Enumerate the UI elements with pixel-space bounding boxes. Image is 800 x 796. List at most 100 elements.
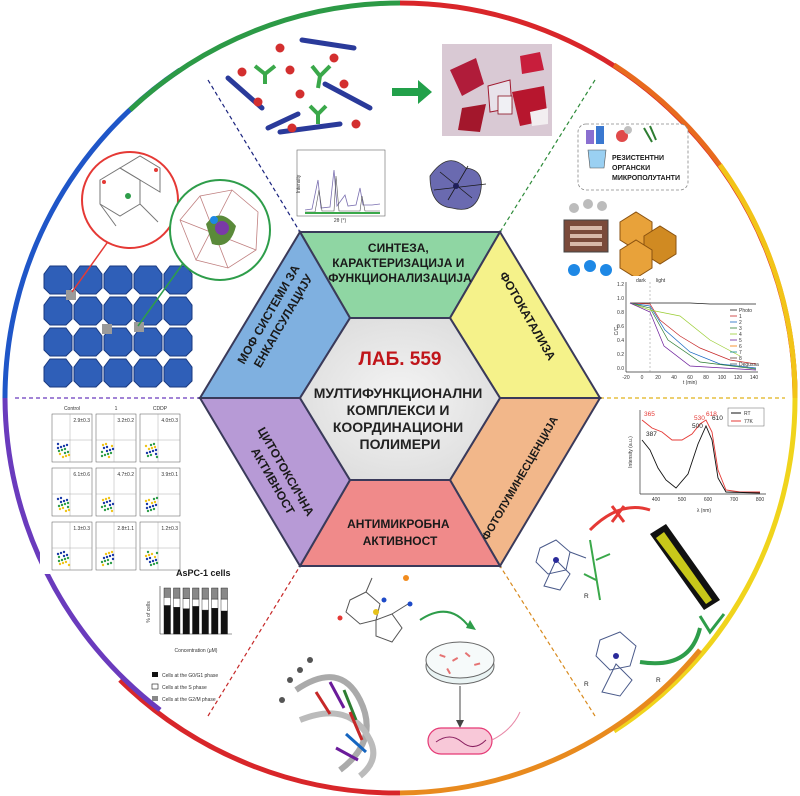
kinetics-legend-label: 3: [739, 326, 742, 332]
cell-cycle-bar-segment: [201, 609, 209, 635]
lumi-xtick: 600: [704, 497, 713, 503]
dna-illustration: [279, 657, 377, 779]
flow-value: 1.3±0.3: [73, 526, 90, 532]
antimicrobial-label: АНТИМИКРОБНА АКТИВНОСТ: [347, 517, 453, 548]
lumi-xtick: 800: [756, 497, 765, 503]
cell-legend-g2: Cells at the G2/M phase: [162, 697, 216, 703]
mof-cage-cell: [43, 296, 73, 326]
mof-cage-cell: [133, 327, 163, 357]
cage-zoom-red: [81, 151, 179, 249]
kinetics-legend-label: 7: [739, 350, 742, 356]
curved-arrow-to-dish: [419, 610, 471, 629]
lumi-peak-black: 610: [712, 415, 723, 422]
svg-text:R: R: [584, 593, 589, 600]
kinetics-ytick: 1.2: [617, 282, 624, 288]
cell-cycle-bar-segment: [220, 598, 228, 612]
arrowhead-dish: [466, 620, 476, 630]
flow-plot: [95, 413, 137, 463]
cell-cycle-bar-segment: [163, 587, 171, 598]
xrd-xlabel: 2θ (°): [334, 218, 347, 224]
lab-title: ЛАБ. 559: [359, 349, 442, 370]
mof-cage-cell: [103, 265, 133, 295]
flow-value: 2.9±0.3: [73, 418, 90, 424]
cell-cycle-bar-segment: [201, 598, 209, 611]
cell-cycle-bar-segment: [173, 607, 181, 635]
flow-plot: [139, 521, 181, 571]
flow-value: 4.0±0.3: [161, 418, 178, 424]
kinetics-legend-label: Photo: [739, 308, 752, 314]
flow-value: 2.8±1.1: [117, 526, 134, 532]
kinetics-xtick: 40: [671, 375, 677, 381]
lumi-xtick: 400: [652, 497, 661, 503]
pollutant-text: РЕЗИСТЕНТНИ ОРГАНСКИ МИКРОПОЛУТАНТИ: [612, 155, 680, 182]
cell-cycle-bar-segment: [220, 610, 228, 635]
kinetics-dark: dark: [636, 278, 646, 284]
kinetics-legend-label: 5: [739, 338, 742, 344]
flow-plot: [51, 467, 93, 517]
mof-cage-cell: [103, 358, 133, 388]
kinetics-legend-label: Degussa: [739, 362, 759, 368]
center-subtitle: МУЛТИФУНКЦИОНАЛНИ КОМПЛЕКСИ И КООРДИНАЦИ…: [314, 385, 487, 452]
complex-molecule-illustration: [337, 575, 413, 643]
kinetics-ytick: 0.2: [617, 352, 624, 358]
molecule-surface-illustration: [429, 160, 487, 210]
synthesis-label: СИНТЕЗА, КАРАКТЕРИЗАЦИЈА И ФУНКЦИОНАЛИЗА…: [328, 241, 472, 285]
mof-cage-cell: [163, 358, 193, 388]
cell-cycle-bar-segment: [192, 606, 200, 635]
kinetics-ytick: 0.0: [617, 366, 624, 372]
center-hexagon: [298, 317, 502, 481]
kinetics-xtick: 0: [641, 375, 644, 381]
cell-cycle-bar-segment: [201, 587, 209, 600]
kinetics-xtick: 80: [703, 375, 709, 381]
kinetics-xtick: 100: [718, 375, 727, 381]
kinetics-xtick: 140: [750, 375, 759, 381]
kinetics-ytick: 0.4: [617, 338, 624, 344]
crystals-photo: [442, 44, 552, 136]
kinetics-yticks: 1.21.00.80.60.40.20.0: [617, 282, 624, 372]
cell-chart-ylabel: % of cells: [146, 601, 152, 623]
flow-header: CDDP: [153, 406, 168, 412]
cell-cycle-bar-segment: [182, 608, 190, 635]
mof-lattice-illustration: [40, 262, 193, 392]
lumi-xlabel: λ (nm): [697, 508, 712, 514]
cage-zoom-green: [169, 179, 271, 281]
kinetics-ytick: 0.6: [617, 324, 624, 330]
kinetics-legend-label: 8: [739, 356, 742, 362]
kinetics-ylabel: C/C₀: [614, 325, 620, 336]
luminescent-complex-illustration: R R R: [535, 505, 726, 697]
bacterium-illustration: [427, 711, 521, 755]
kinetics-xtick: 20: [655, 375, 661, 381]
kinetics-legend-label: 4: [739, 332, 742, 338]
zoom-line-red: [71, 235, 113, 293]
svg-text:R: R: [584, 681, 589, 688]
mof-cage-cell: [133, 358, 163, 388]
mof-cage-cell: [103, 296, 133, 326]
flow-value: 3.9±0.1: [161, 472, 178, 478]
cell-cycle-bar-segment: [182, 598, 190, 609]
petri-dish-illustration: [425, 641, 495, 685]
mof-cage-cell: [73, 327, 103, 357]
lumi-legend-rt: RT: [744, 411, 751, 417]
cell-cycle-bar-segment: [220, 587, 228, 600]
mof-cage-cell: [73, 265, 103, 295]
lumi-peak-black: 387: [646, 431, 657, 438]
xrd-ylabel: Intensity: [296, 174, 302, 193]
kinetics-xlabel: t (min): [683, 380, 698, 386]
mof-cage-cell: [43, 358, 73, 388]
reaction-arrow: [392, 80, 432, 104]
flow-plot: [51, 413, 93, 463]
cell-cycle-bar-segment: [163, 605, 171, 635]
cell-cycle-bar-segment: [192, 598, 200, 607]
mof-cage-cell: [73, 296, 103, 326]
cell-cycle-bar-segment: [163, 597, 171, 606]
filter-drops-illustration: [563, 199, 677, 279]
hexagon: [198, 230, 602, 568]
kinetics-xtick: -20: [622, 375, 629, 381]
